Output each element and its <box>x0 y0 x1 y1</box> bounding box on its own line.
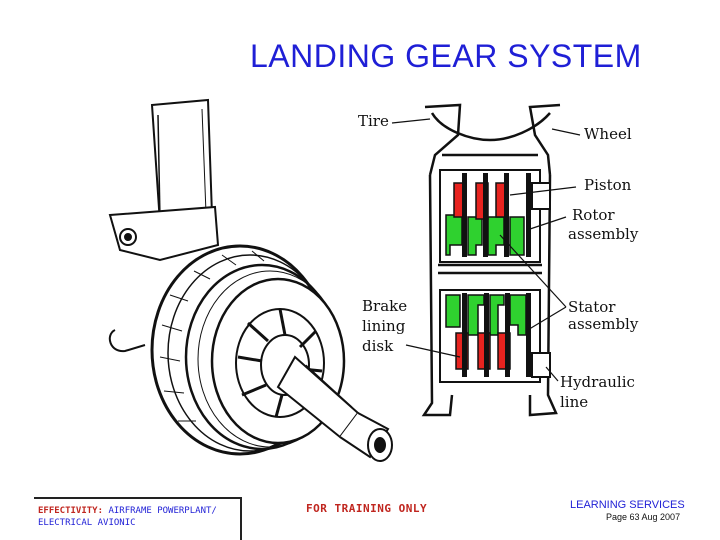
training-notice: FOR TRAINING ONLY <box>306 502 428 515</box>
label-rotor-1: Rotor <box>572 206 615 224</box>
effectivity-value-2: ELECTRICAL AVIONIC <box>38 518 136 528</box>
label-hydraulic-2: line <box>560 393 588 411</box>
label-brake-3: disk <box>362 337 394 355</box>
page-title: LANDING GEAR SYSTEM <box>250 38 642 74</box>
label-wheel: Wheel <box>584 125 632 143</box>
label-rotor-2: assembly <box>568 225 639 243</box>
effectivity-label: EFFECTIVITY: <box>38 506 104 516</box>
label-brake-1: Brake <box>362 297 407 315</box>
label-brake-2: lining <box>362 317 406 335</box>
label-tire: Tire <box>358 112 389 130</box>
label-hydraulic-1: Hydraulic <box>560 373 635 391</box>
brake-assembly-drawing <box>108 98 393 462</box>
brake-cross-section: Tire Wheel Piston Rotor assembly Brake l… <box>358 103 639 417</box>
label-piston: Piston <box>584 176 632 194</box>
label-stator-2: assembly <box>568 315 639 333</box>
learning-services: LEARNING SERVICES <box>570 499 685 511</box>
effectivity-box: EFFECTIVITY: AIRFRAME POWERPLANT/ ELECTR… <box>34 497 242 540</box>
label-stator-1: Stator <box>568 298 616 316</box>
page-number: Page 63 Aug 2007 <box>606 512 681 522</box>
brake-assembly-figure: Tire Wheel Piston Rotor assembly Brake l… <box>108 98 639 462</box>
effectivity-value-1: AIRFRAME POWERPLANT/ <box>108 506 217 516</box>
